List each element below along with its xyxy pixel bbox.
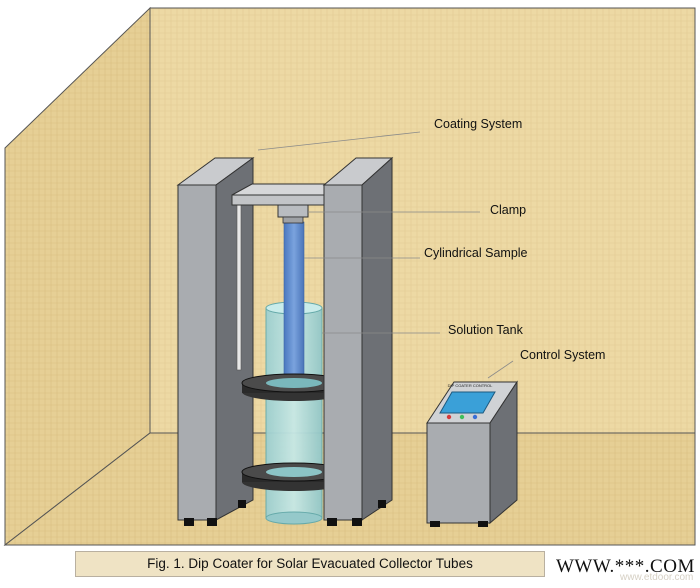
leader-coating-system	[257, 131, 421, 151]
leader-control-system	[487, 360, 514, 379]
right-pillar	[322, 156, 394, 526]
leader-lines	[257, 131, 514, 379]
label-cylindrical-sample: Cylindrical Sample	[424, 246, 528, 260]
label-coating-system: Coating System	[434, 117, 523, 131]
cylindrical-sample	[283, 221, 305, 385]
control-system: DIP COATER CONTROL	[426, 380, 518, 527]
upper-ring	[241, 373, 347, 401]
label-clamp: Clamp	[490, 203, 527, 217]
caption-box: Fig. 1. Dip Coater for Solar Evacuated C…	[75, 551, 545, 577]
label-solution-tank: Solution Tank	[448, 323, 523, 337]
control-panel-title: DIP COATER CONTROL	[448, 383, 494, 388]
crossbar	[231, 183, 345, 224]
label-control-system: Control System	[520, 348, 606, 362]
figure-caption: Fig. 1. Dip Coater for Solar Evacuated C…	[147, 556, 473, 571]
watermark-sub: www.etdoor.com	[620, 572, 694, 583]
watermark: WWW.***.COM	[556, 556, 695, 577]
left-pillar	[176, 157, 255, 526]
lower-ring	[241, 462, 347, 491]
control-panel-screen	[439, 391, 496, 414]
